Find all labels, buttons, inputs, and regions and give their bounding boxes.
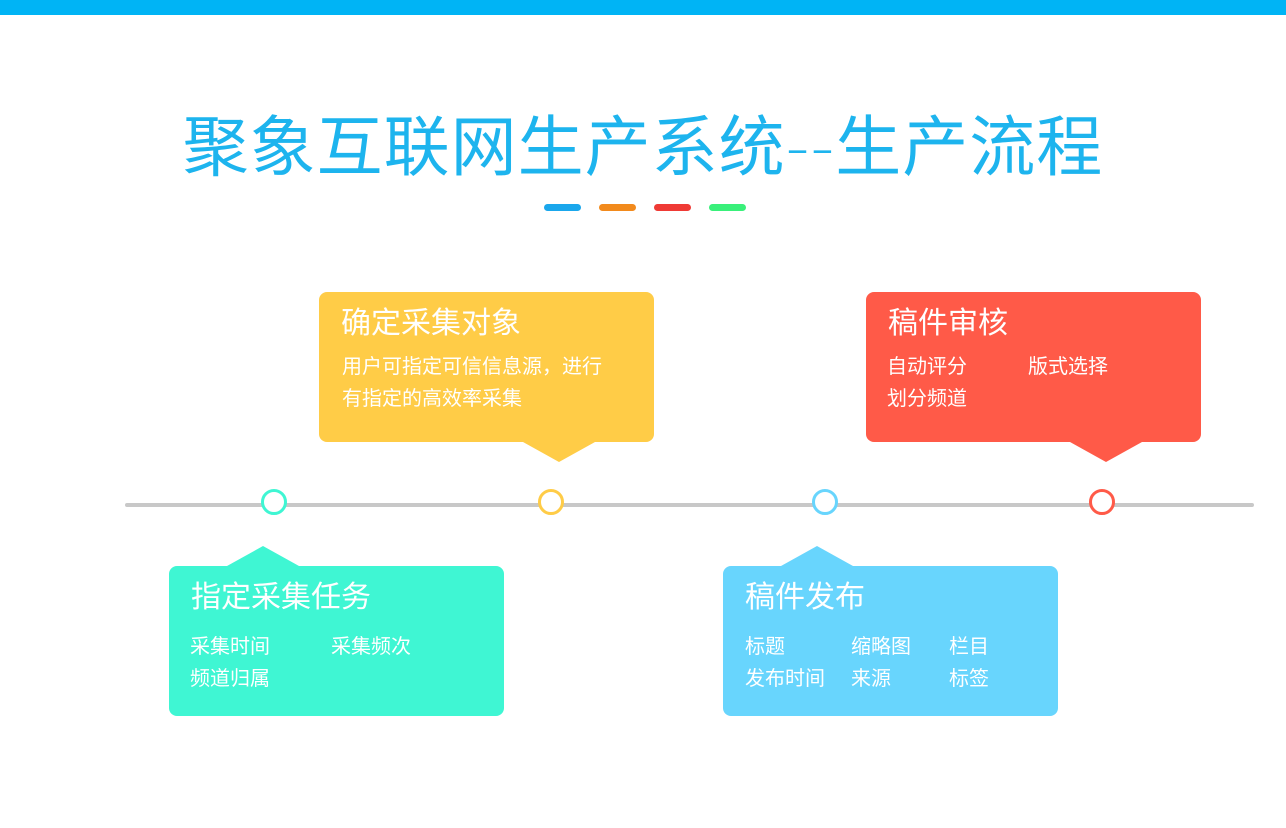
card-pointer (781, 546, 853, 566)
step-item: 标题 (745, 634, 785, 658)
step-item: 缩略图 (851, 634, 911, 658)
step-item: 频道归属 (190, 666, 270, 690)
step-item: 版式选择 (1028, 354, 1108, 378)
step-item: 来源 (851, 666, 891, 690)
step-item: 采集频次 (331, 634, 411, 658)
step-card-review: 稿件审核 自动评分 版式选择 划分频道 (866, 292, 1201, 462)
step-item: 划分频道 (887, 386, 967, 410)
step-item: 栏目 (949, 634, 989, 658)
step-card-define-target: 确定采集对象 用户可指定可信信息源，进行 有指定的高效率采集 (319, 292, 654, 462)
top-accent-bar (0, 0, 1286, 15)
timeline-node-4 (1089, 489, 1115, 515)
timeline-axis (125, 503, 1254, 507)
timeline-node-1 (261, 489, 287, 515)
card-pointer (227, 546, 299, 566)
step-item: 采集时间 (190, 634, 270, 658)
divider-dash-green (709, 204, 746, 211)
step-title: 指定采集任务 (191, 580, 371, 615)
step-card-publish: 稿件发布 标题 缩略图 栏目 发布时间 来源 标签 (723, 546, 1058, 716)
step-title: 确定采集对象 (341, 306, 521, 341)
step-title: 稿件审核 (888, 306, 1008, 341)
title-divider (544, 204, 746, 211)
step-description-line: 有指定的高效率采集 (342, 386, 522, 410)
step-title: 稿件发布 (745, 580, 865, 615)
timeline-node-3 (812, 489, 838, 515)
divider-dash-blue (544, 204, 581, 211)
step-card-select-task: 指定采集任务 采集时间 采集频次 频道归属 (169, 546, 504, 716)
step-item: 自动评分 (887, 354, 967, 378)
step-item: 发布时间 (745, 666, 825, 690)
card-pointer (523, 442, 595, 462)
divider-dash-red (654, 204, 691, 211)
step-description-line: 用户可指定可信信息源，进行 (342, 354, 602, 378)
timeline-node-2 (538, 489, 564, 515)
divider-dash-orange (599, 204, 636, 211)
card-pointer (1070, 442, 1142, 462)
step-item: 标签 (949, 666, 989, 690)
page-title: 聚象互联网生产系统--生产流程 (182, 109, 1104, 186)
